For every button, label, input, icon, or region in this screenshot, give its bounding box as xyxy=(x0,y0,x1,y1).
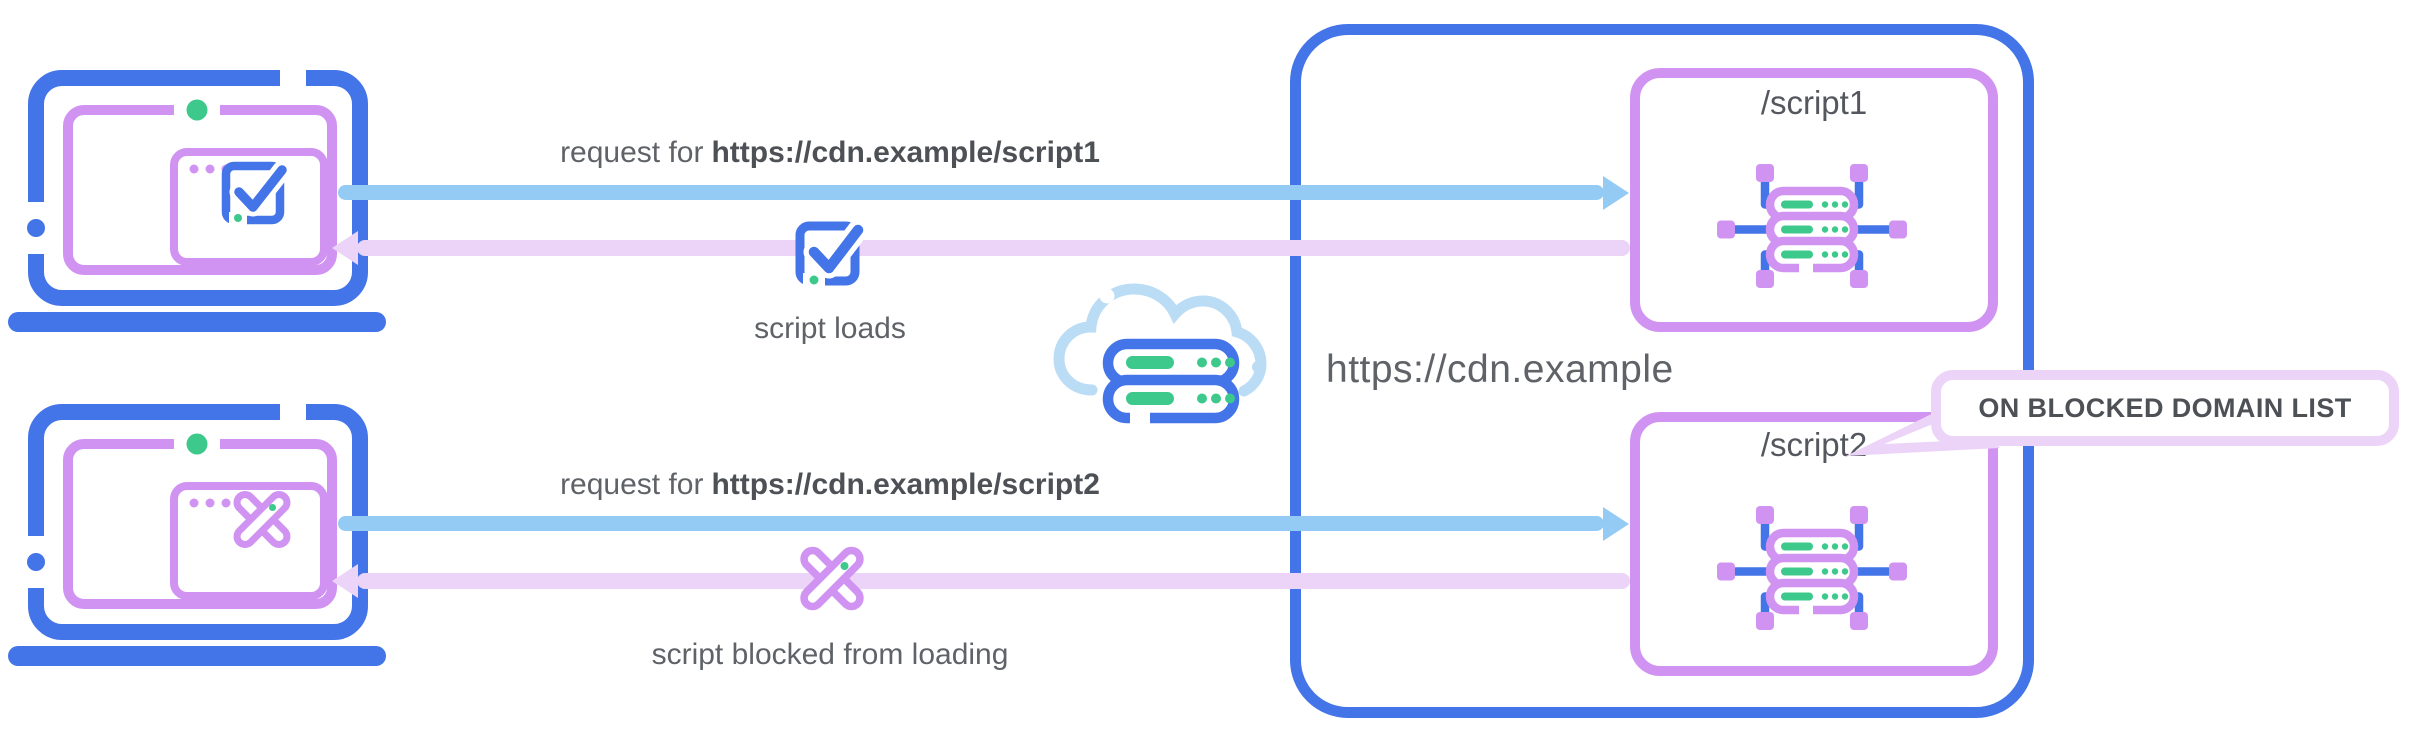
response-arrow-script2 xyxy=(357,573,1630,589)
checkbox-check-icon xyxy=(795,219,869,287)
request-prefix: request for xyxy=(560,468,704,501)
server-cluster-icon xyxy=(1717,506,1907,630)
endpoint-label-script1: /script1 xyxy=(1760,84,1868,121)
checkbox-check-icon xyxy=(221,160,292,225)
laptop-check-icon xyxy=(8,66,386,332)
request-prefix: request for xyxy=(560,136,704,169)
bezel-dot xyxy=(27,553,45,571)
request-arrow-script2 xyxy=(338,516,1604,531)
bezel-dot xyxy=(27,219,45,237)
cdn-domain-label: https://cdn.example xyxy=(1326,348,1674,391)
laptop-blocked-icon xyxy=(8,400,386,666)
laptop-base xyxy=(8,646,386,666)
blocked-cross-icon xyxy=(233,491,291,548)
camera-dot xyxy=(186,99,208,121)
blocked-cross-icon xyxy=(800,546,864,611)
blocked-domain-callout: ON BLOCKED DOMAIN LIST xyxy=(1931,370,2399,446)
cloud-server-icon xyxy=(1053,283,1267,424)
window-dots xyxy=(189,498,231,508)
response-label-script2: script blocked from loading xyxy=(651,638,1009,671)
endpoint-label-script2: /script2 xyxy=(1760,426,1868,463)
camera-dot xyxy=(186,433,208,455)
server-cluster-icon xyxy=(1717,164,1907,288)
request-url: https://cdn.example/script2 xyxy=(711,468,1100,501)
laptop-base xyxy=(8,312,386,332)
request-url: https://cdn.example/script1 xyxy=(711,136,1100,169)
response-label-script1: script loads xyxy=(754,312,906,345)
request-arrow-script1 xyxy=(338,185,1604,200)
response-arrow-script1 xyxy=(357,240,1630,256)
